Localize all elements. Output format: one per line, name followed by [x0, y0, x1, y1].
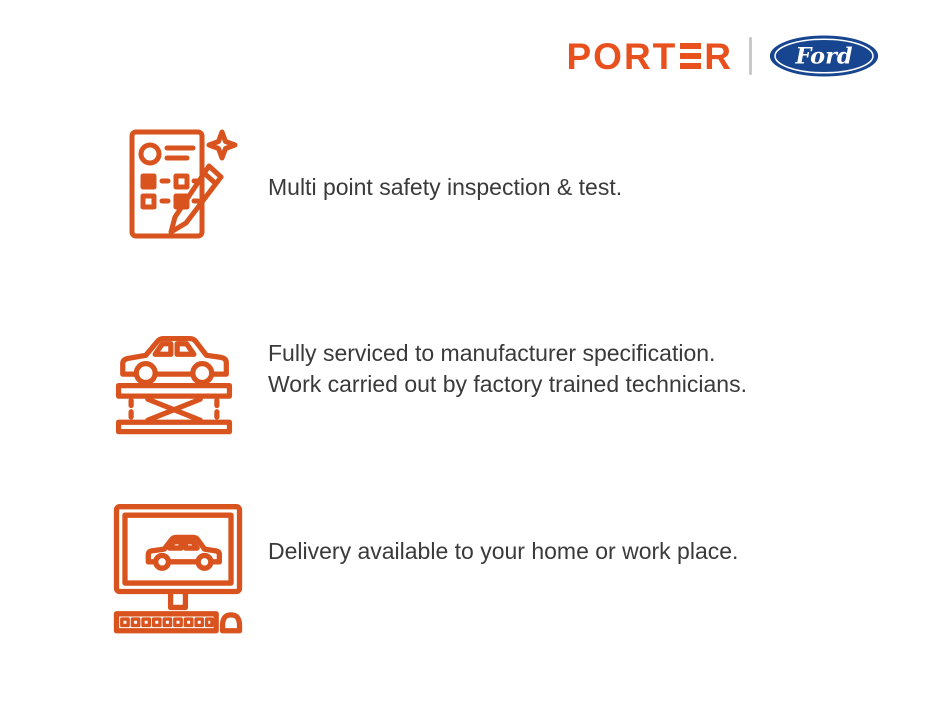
home-delivery-computer-icon: [113, 504, 243, 634]
feature-line: Work carried out by factory trained tech…: [268, 371, 747, 397]
porter-wordmark-part1: PORT: [566, 35, 678, 77]
porter-wordmark-part2: R: [704, 35, 733, 77]
feature-line: Multi point safety inspection & test.: [268, 174, 623, 200]
feature-text-serviced: Fully serviced to manufacturer specifica…: [268, 338, 747, 400]
header-brand-area: PORT R Ford: [566, 33, 880, 79]
brand-divider: [749, 37, 752, 75]
feature-line: Delivery available to your home or work …: [268, 538, 739, 564]
inspection-checklist-icon: [129, 129, 238, 239]
ford-wordmark: Ford: [794, 43, 852, 69]
porter-logo: PORT R: [566, 38, 733, 75]
car-on-lift-icon: [115, 335, 233, 435]
ford-oval-logo: Ford: [769, 35, 879, 77]
feature-line: Fully serviced to manufacturer specifica…: [268, 340, 716, 366]
feature-text-inspection: Multi point safety inspection & test.: [268, 172, 622, 203]
porter-stylized-e: [680, 43, 702, 69]
feature-text-delivery: Delivery available to your home or work …: [268, 536, 738, 567]
